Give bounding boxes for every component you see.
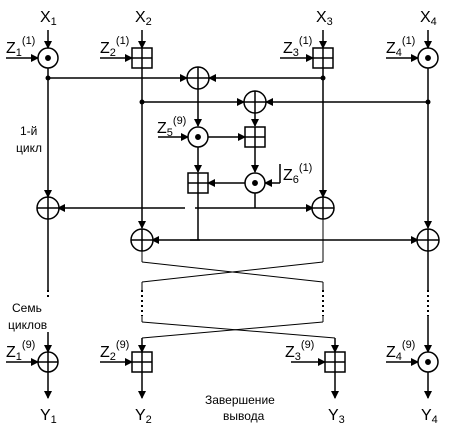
key-z3-final-label: Z3(9) [285, 339, 314, 363]
input-x4-label: X4 [420, 9, 437, 28]
input-x1-label: X1 [40, 9, 57, 28]
final-label-line2: вывода [223, 409, 265, 423]
junction-dot [45, 75, 51, 81]
mul-node-z5 [187, 126, 209, 148]
xor-node-3 [311, 196, 335, 220]
junction-dot [139, 99, 145, 105]
final-label-line1: Завершение [205, 393, 275, 407]
seven-label-bg [14, 300, 54, 332]
key-z1-r1-label: Z1(1) [6, 35, 35, 59]
key-z5-label: Z5(9) [157, 115, 186, 139]
xor-node-4 [416, 228, 440, 252]
add-node-z3 [312, 47, 334, 69]
add-node-z2 [131, 47, 153, 69]
key-z3-r1-label: Z3(1) [283, 35, 312, 59]
xor-node-2 [130, 228, 154, 252]
junction-dot [425, 99, 431, 105]
xor-node-final-1 [37, 351, 59, 373]
xor-node-1 [36, 196, 60, 220]
round-label-line2: цикл [16, 141, 42, 155]
input-x3-label: X3 [316, 9, 333, 28]
round-label-line1: 1-й [20, 124, 37, 138]
continuation-dots [47, 290, 429, 316]
junction-dot [320, 75, 326, 81]
xor-node-a [186, 66, 210, 90]
output-y3-label: Y3 [328, 407, 345, 426]
wire-swap2-b [141, 321, 324, 339]
junctions [45, 75, 431, 186]
wires [6, 30, 432, 399]
input-x2-label: X2 [135, 9, 152, 28]
add-node-final-3 [324, 351, 346, 373]
seven-label-line2: циклов [8, 318, 47, 332]
output-y2-label: Y2 [135, 407, 152, 426]
key-z4-r1-label: Z4(1) [386, 35, 415, 59]
mul-node-z6 [244, 172, 266, 194]
seven-label-line1: Семь [12, 301, 42, 315]
wire-swap-b [141, 261, 324, 283]
key-z6-label: Z6(1) [283, 162, 312, 186]
round-label-bg [18, 123, 46, 155]
wire-swap2-a [141, 321, 336, 339]
output-y4-label: Y4 [421, 407, 438, 426]
mul-node-final-4 [417, 351, 439, 373]
mul-node-z1 [37, 47, 59, 69]
key-z2-final-label: Z2(9) [100, 339, 129, 363]
add-node-final-2 [131, 351, 153, 373]
output-y1-label: Y1 [40, 407, 57, 426]
key-z2-r1-label: Z2(1) [100, 35, 129, 59]
mul-node-z4 [417, 47, 439, 69]
operators [36, 47, 440, 373]
key-z1-final-label: Z1(9) [6, 339, 35, 363]
add-node-ma2 [187, 172, 209, 194]
add-node-ma [244, 126, 266, 148]
xor-node-b [243, 90, 267, 114]
key-z4-final-label: Z4(9) [386, 339, 415, 363]
